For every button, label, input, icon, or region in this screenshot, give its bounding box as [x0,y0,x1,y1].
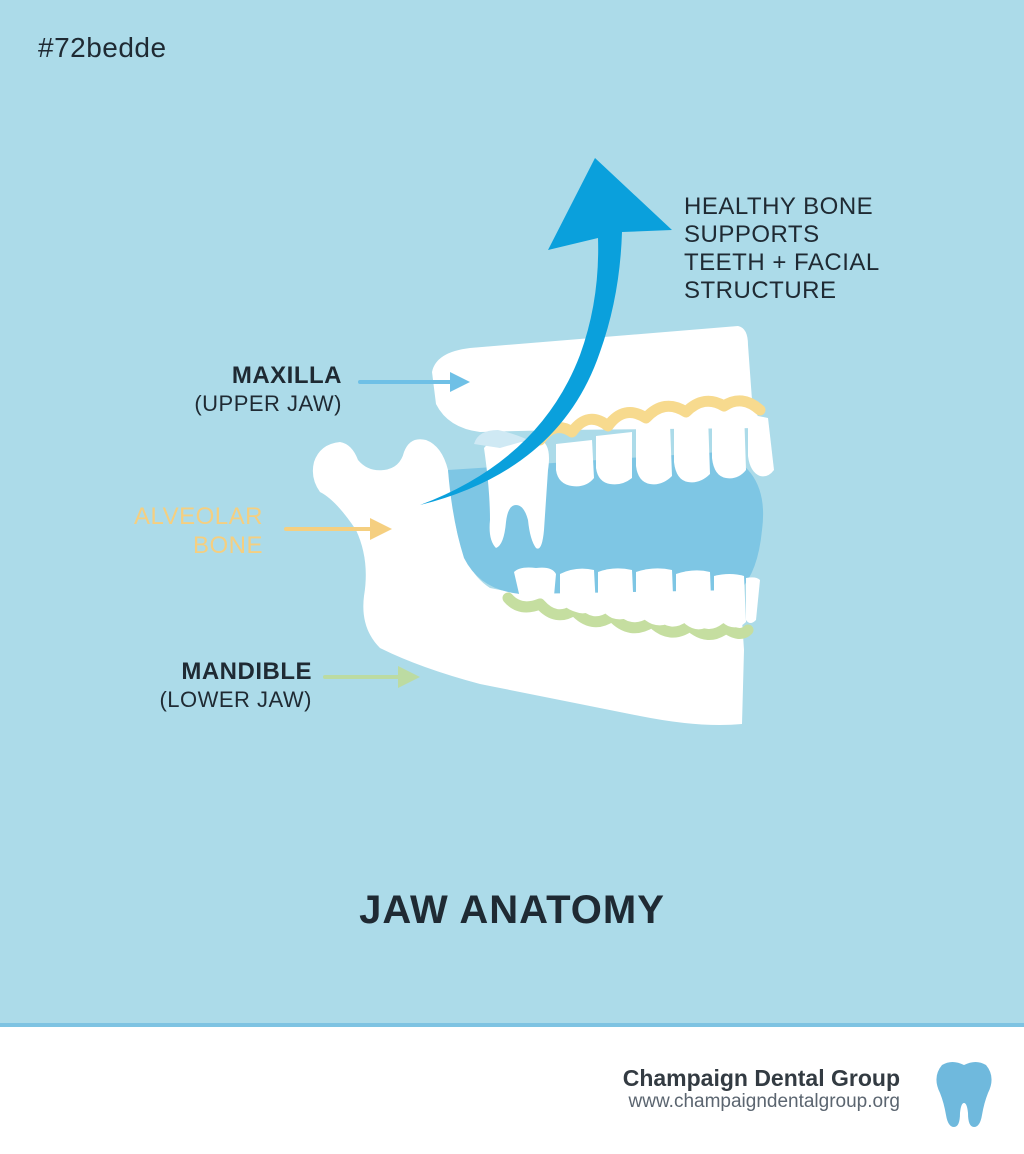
maxilla-sub: (UPPER JAW) [194,390,342,416]
jaw-diagram [284,158,774,725]
hex-color-tag: #72bedde [38,32,167,63]
brand-name: Champaign Dental Group [622,1065,900,1091]
callout-line: SUPPORTS [684,221,820,248]
alveolar-line1: ALVEOLAR [134,503,263,530]
footer-divider [0,1023,1024,1027]
alveolar-pointer-arrow [284,518,392,540]
diagram-title: JAW ANATOMY [359,888,665,932]
callout-line: STRUCTURE [684,277,837,304]
upper-gum-line [534,395,766,446]
callout-line: TEETH + FACIAL [684,249,880,276]
callout-line: HEALTHY BONE [684,193,874,220]
mandible-pointer-arrow [323,666,420,688]
brand-url[interactable]: www.champaigndentalgroup.org [628,1091,900,1112]
healthy-bone-callout: HEALTHY BONE SUPPORTS TEETH + FACIAL STR… [684,193,880,305]
mandible-bone-shape [312,439,744,725]
maxilla-pointer-arrow [358,372,470,392]
infographic-canvas: #72bedde [38,32,880,932]
molar-highlight [474,430,528,448]
footer: Champaign Dental Group www.champaigndent… [0,1027,1024,1154]
lower-teeth [514,567,760,630]
upper-teeth [556,410,774,487]
maxilla-label: MAXILLA (UPPER JAW) [150,362,342,417]
maxilla-name: MAXILLA [231,362,342,389]
mandible-label: MANDIBLE (LOWER JAW) [120,658,312,713]
curved-up-arrow-icon [420,158,672,505]
alveolar-line2: BONE [192,531,263,559]
lower-gum-line [502,592,754,640]
mandible-name: MANDIBLE [181,658,312,685]
tooth-icon [936,1062,992,1127]
mandible-sub: (LOWER JAW) [159,686,312,712]
alveolar-label: ALVEOLAR BONE [100,503,263,561]
